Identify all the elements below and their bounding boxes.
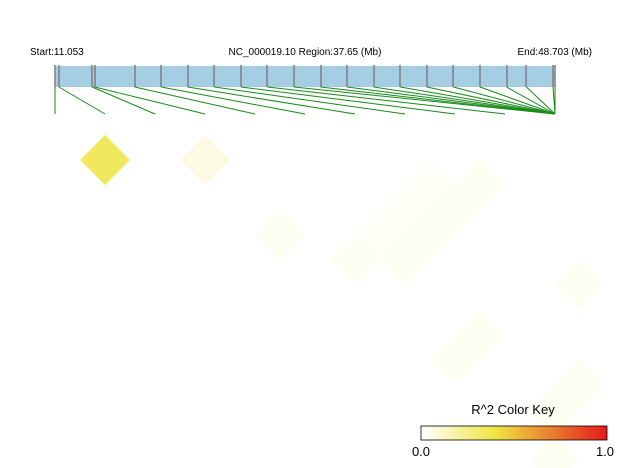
marker-connector [240,86,456,115]
r2-cell [530,435,580,468]
marker-connector [373,86,556,115]
r2-cell [180,135,230,185]
region-title-label: NC_000019.10 Region:37.65 (Mb) [229,47,382,58]
marker-connector [161,86,306,115]
marker-connector [293,86,556,115]
marker-connectors [54,86,556,115]
r2-cell [455,310,505,360]
r2-cell [80,135,130,185]
marker-connector [526,86,556,115]
r2-cell [555,360,605,410]
marker-connector [214,86,406,115]
marker-connector [453,86,556,115]
r2-cell [405,160,455,210]
region-end-label: End:48.703 (Mb) [518,47,593,58]
color-key-max-label: 1.0 [596,444,614,459]
marker-connector [506,86,556,115]
marker-connector [347,86,556,115]
region-track-bar [55,66,555,87]
r2-cell [255,210,305,260]
marker-connector [479,86,556,115]
marker-connector [426,86,556,115]
color-key-title: R^2 Color Key [471,402,555,417]
r2-cell [455,160,505,210]
color-key-min-label: 0.0 [412,444,430,459]
r2-cell [555,260,605,310]
color-key: R^2 Color Key 0.0 1.0 [412,402,614,459]
marker-connector [320,86,556,115]
marker-connector [187,86,356,115]
marker-connector [400,86,556,115]
r2-heatmap-cells [80,135,605,468]
marker-connector [267,86,506,115]
chromosome-track [54,65,556,87]
region-start-label: Start:11.053 [30,47,84,58]
marker-connector [134,86,256,115]
marker-connector [91,86,156,115]
color-key-bar [420,425,608,441]
marker-connector [94,86,206,115]
marker-connector [58,86,106,115]
